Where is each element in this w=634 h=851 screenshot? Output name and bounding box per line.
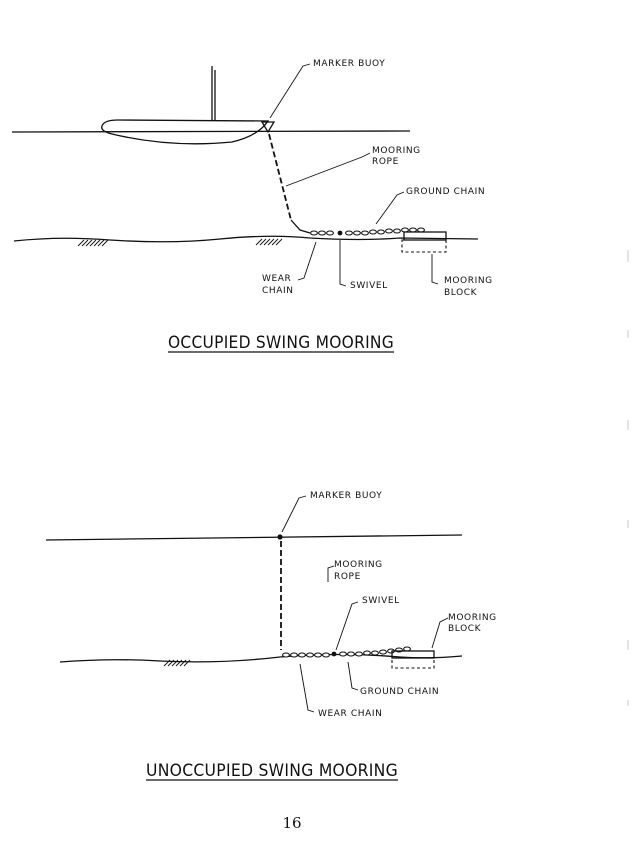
swivel-marker-2 — [331, 651, 337, 657]
wear-chain-segment — [290, 219, 311, 234]
seabed-hatching-left — [77, 238, 283, 247]
boat-hull — [101, 119, 270, 145]
label-marker-buoy: MARKER BUOY — [313, 59, 385, 69]
unoccupied-leader-lines — [281, 495, 449, 713]
label-mooring-rope-2: ROPE — [372, 157, 399, 167]
label-mooring-block-2: BLOCK — [444, 288, 478, 298]
occupied-mooring-diagram: MARKER BUOY MOORING ROPE GROUND CHAIN WE… — [11, 59, 493, 353]
water-surface-line — [11, 130, 411, 133]
label-ground-chain: GROUND CHAIN — [406, 187, 485, 197]
label-marker-buoy-2: MARKER BUOY — [310, 491, 382, 501]
occupied-title: OCCUPIED SWING MOORING — [168, 333, 394, 353]
page-number: 16 — [282, 814, 301, 832]
label-ground-chain-2: GROUND CHAIN — [360, 687, 439, 697]
label-mooring-block-1: MOORING — [444, 276, 493, 286]
mooring-block-buried-2 — [391, 657, 435, 669]
unoccupied-title: UNOCCUPIED SWING MOORING — [146, 761, 398, 781]
boat-mast — [211, 66, 216, 120]
marker-buoy-shape-2 — [277, 534, 283, 540]
label-wear-chain-2: CHAIN — [262, 286, 294, 296]
label-wear-chain-2: WEAR CHAIN — [318, 709, 382, 719]
label-mooring-rope-1: MOORING — [372, 146, 421, 156]
occupied-leader-lines — [269, 63, 439, 287]
water-surface-line-2 — [45, 534, 463, 541]
mooring-rope-line — [268, 133, 292, 221]
label-swivel: SWIVEL — [350, 281, 388, 291]
ground-chain-links — [310, 227, 425, 236]
label-mooring-block-2a: MOORING — [448, 613, 497, 623]
ground-chain-links-2 — [282, 646, 411, 658]
seabed-line — [13, 235, 479, 243]
unoccupied-mooring-diagram: MARKER BUOY MOORING ROPE SWIVEL MOORING … — [45, 491, 497, 781]
seabed-hatching-2 — [163, 659, 191, 667]
label-mooring-rope-2b: ROPE — [334, 572, 361, 582]
mooring-block-top-2 — [391, 650, 435, 659]
label-wear-chain-1: WEAR — [262, 274, 291, 284]
label-swivel-2: SWIVEL — [362, 596, 400, 606]
label-mooring-rope-2a: MOORING — [334, 560, 383, 570]
mooring-block-buried — [401, 239, 447, 253]
label-mooring-block-2b: BLOCK — [448, 624, 482, 634]
marker-buoy-shape — [260, 121, 276, 134]
swivel-marker — [337, 230, 343, 236]
